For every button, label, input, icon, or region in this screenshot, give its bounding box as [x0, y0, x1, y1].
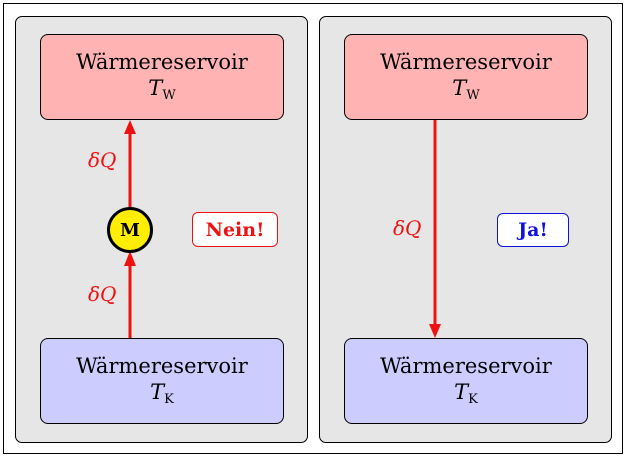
left-cold-temp-sub: K	[164, 392, 174, 407]
left-cold-reservoir-temp: TK	[150, 379, 174, 409]
right-hot-temp-symbol: T	[452, 76, 467, 100]
left-upper-arrow-head	[124, 120, 136, 134]
left-hot-reservoir: Wärmereservoir TW	[40, 34, 284, 120]
right-cold-reservoir: Wärmereservoir TK	[344, 338, 588, 424]
left-dq-lower-label: δQ	[88, 282, 117, 306]
right-cold-temp-sub: K	[468, 392, 478, 407]
right-hot-reservoir-temp: TW	[452, 75, 479, 105]
left-lower-arrow-head	[124, 251, 136, 266]
right-hot-reservoir-name: Wärmereservoir	[380, 50, 552, 74]
left-hot-temp-sub: W	[162, 88, 176, 103]
left-hot-reservoir-name: Wärmereservoir	[76, 50, 248, 74]
left-dq-upper-label: δQ	[88, 148, 117, 172]
left-hot-temp-symbol: T	[148, 76, 163, 100]
right-arrow-head	[429, 324, 441, 338]
right-cold-temp-symbol: T	[454, 380, 469, 404]
left-cold-reservoir: Wärmereservoir TK	[40, 338, 284, 424]
right-hot-reservoir: Wärmereservoir TW	[344, 34, 588, 120]
right-hot-temp-sub: W	[466, 88, 480, 103]
right-dq-label: δQ	[393, 216, 422, 240]
left-cold-reservoir-name: Wärmereservoir	[76, 354, 248, 378]
left-hot-reservoir-temp: TW	[148, 75, 175, 105]
verdict-yes-badge: Ja!	[497, 213, 569, 247]
right-cold-reservoir-temp: TK	[454, 379, 478, 409]
verdict-no-badge: Nein!	[192, 212, 278, 247]
left-cold-temp-symbol: T	[150, 380, 165, 404]
motor-circle: M	[107, 207, 153, 253]
right-cold-reservoir-name: Wärmereservoir	[380, 354, 552, 378]
